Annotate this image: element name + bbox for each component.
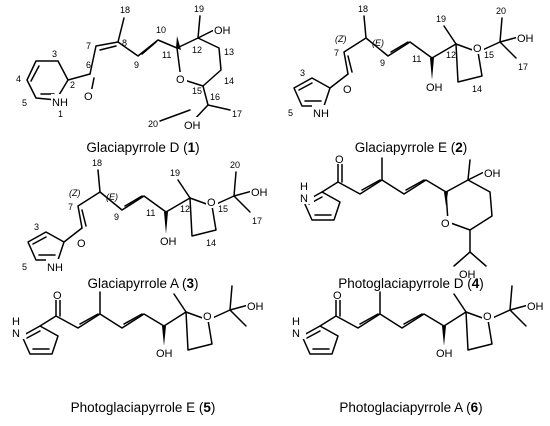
c3-num-7: 7 xyxy=(68,202,73,212)
c3-num-9: 9 xyxy=(114,212,119,222)
c2-o-label: O xyxy=(343,84,352,96)
c3-ring-o-label: O xyxy=(207,197,216,209)
c1-num-8: 8 xyxy=(122,38,127,48)
compound-1-structure: O OH O OH NH 1 2 3 4 5 6 7 8 9 10 11 12 … xyxy=(16,4,242,132)
c1-ring-o-label: O xyxy=(176,74,185,86)
c3-num-15: 15 xyxy=(218,204,228,214)
c1-o-label: O xyxy=(84,91,93,103)
c3-num-12: 12 xyxy=(180,204,190,214)
c1-num-14: 14 xyxy=(224,76,234,86)
c2-num-20: 20 xyxy=(496,6,506,16)
c6-h-label: H xyxy=(292,316,300,328)
c1-num-17: 17 xyxy=(232,109,242,119)
c5-h-label: H xyxy=(12,316,20,328)
c2-e-label: (E) xyxy=(372,38,384,48)
c6-o-label: O xyxy=(333,290,342,302)
c4-h-label: H xyxy=(300,181,308,193)
c1-num-3: 3 xyxy=(52,49,57,59)
c6-oh-bottom-label: OH xyxy=(436,348,453,360)
c2-num-5: 5 xyxy=(288,108,293,118)
c3-nh-label: NH xyxy=(47,262,63,274)
c1-num-10: 10 xyxy=(156,25,166,35)
caption-5: Photoglaciapyrrole E (5) xyxy=(71,400,216,415)
caption-1: Glaciapyrrole D (1) xyxy=(86,140,199,155)
c3-num-5: 5 xyxy=(22,262,27,272)
c1-num-11: 11 xyxy=(162,50,171,60)
c1-oh-bottom-label: OH xyxy=(184,120,201,132)
c1-num-16: 16 xyxy=(210,92,220,102)
c3-num-3: 3 xyxy=(34,222,39,232)
compound-6-structure: O O OH OH H N xyxy=(290,285,548,360)
c3-o-label: O xyxy=(77,238,86,250)
compound-5-structure: O O OH OH H N xyxy=(10,285,268,360)
c3-num-17: 17 xyxy=(252,216,262,226)
c1-num-2: 2 xyxy=(70,80,75,90)
c4-oh-bottom-label: OH xyxy=(459,269,476,281)
c2-num-9: 9 xyxy=(380,58,385,68)
caption-4: Photoglaciapyrrole D (4) xyxy=(338,276,484,291)
c1-num-1: 1 xyxy=(58,109,63,119)
c5-ring-o-label: O xyxy=(203,311,212,323)
c1-num-19: 19 xyxy=(194,4,204,14)
compound-3-structure: O O OH OH NH 3 5 7 9 11 12 14 15 17 18 1… xyxy=(22,158,272,274)
c2-num-7: 7 xyxy=(334,48,339,58)
c1-num-6: 6 xyxy=(86,60,91,70)
c3-oh-bottom-label: OH xyxy=(160,236,177,248)
c2-num-17: 17 xyxy=(518,62,528,72)
caption-6: Photoglaciapyrrole A (6) xyxy=(339,400,482,415)
caption-2: Glaciapyrrole E (2) xyxy=(355,140,468,155)
c4-ring-o-label: O xyxy=(441,218,450,230)
c1-num-18: 18 xyxy=(120,5,130,15)
caption-3: Glaciapyrrole A (3) xyxy=(87,276,198,291)
c5-n-label: N xyxy=(12,328,20,340)
c3-num-14: 14 xyxy=(206,238,216,248)
c6-oh-right-label: OH xyxy=(527,301,544,313)
c6-ring-o-label: O xyxy=(483,311,492,323)
c2-num-15: 15 xyxy=(484,50,494,60)
c2-num-12: 12 xyxy=(446,50,456,60)
compound-4-structure: O OH O OH H N xyxy=(298,152,505,281)
c1-num-15: 15 xyxy=(192,86,202,96)
c2-num-14: 14 xyxy=(472,84,482,94)
c1-num-20: 20 xyxy=(148,119,158,129)
c1-num-13: 13 xyxy=(224,47,234,57)
c1-oh-top-label: OH xyxy=(214,25,231,37)
c2-oh-right-label: OH xyxy=(517,33,534,45)
c4-n-label: N xyxy=(300,193,308,205)
c3-num-19: 19 xyxy=(170,168,180,178)
c3-z-label: (Z) xyxy=(69,188,81,198)
c3-num-20: 20 xyxy=(230,160,240,170)
c3-oh-right-label: OH xyxy=(251,187,268,199)
c1-num-5: 5 xyxy=(22,98,27,108)
c1-num-12: 12 xyxy=(192,45,202,55)
c3-num-11: 11 xyxy=(146,208,155,218)
c1-nh-label: NH xyxy=(52,97,68,109)
c2-nh-label: NH xyxy=(313,108,329,120)
c2-num-11: 11 xyxy=(412,54,421,64)
compound-2-structure: O O OH OH NH 3 5 7 9 11 12 14 15 17 18 1… xyxy=(288,4,538,120)
c5-oh-right-label: OH xyxy=(247,301,264,313)
c2-num-19: 19 xyxy=(436,14,446,24)
c1-num-9: 9 xyxy=(134,60,139,70)
c4-oh-top-label: OH xyxy=(484,168,501,180)
c1-num-7: 7 xyxy=(86,41,91,51)
c3-e-label: (E) xyxy=(106,192,118,202)
c2-oh-bottom-label: OH xyxy=(426,82,443,94)
c5-oh-bottom-label: OH xyxy=(156,348,173,360)
c1-num-4: 4 xyxy=(16,74,21,84)
c2-num-18: 18 xyxy=(358,4,368,14)
c5-o-label: O xyxy=(53,290,62,302)
c2-z-label: (Z) xyxy=(335,34,347,44)
c2-num-3: 3 xyxy=(300,68,305,78)
c6-n-label: N xyxy=(292,328,300,340)
c3-num-18: 18 xyxy=(92,158,102,168)
c4-o-label: O xyxy=(335,154,344,166)
c2-ring-o-label: O xyxy=(473,43,482,55)
